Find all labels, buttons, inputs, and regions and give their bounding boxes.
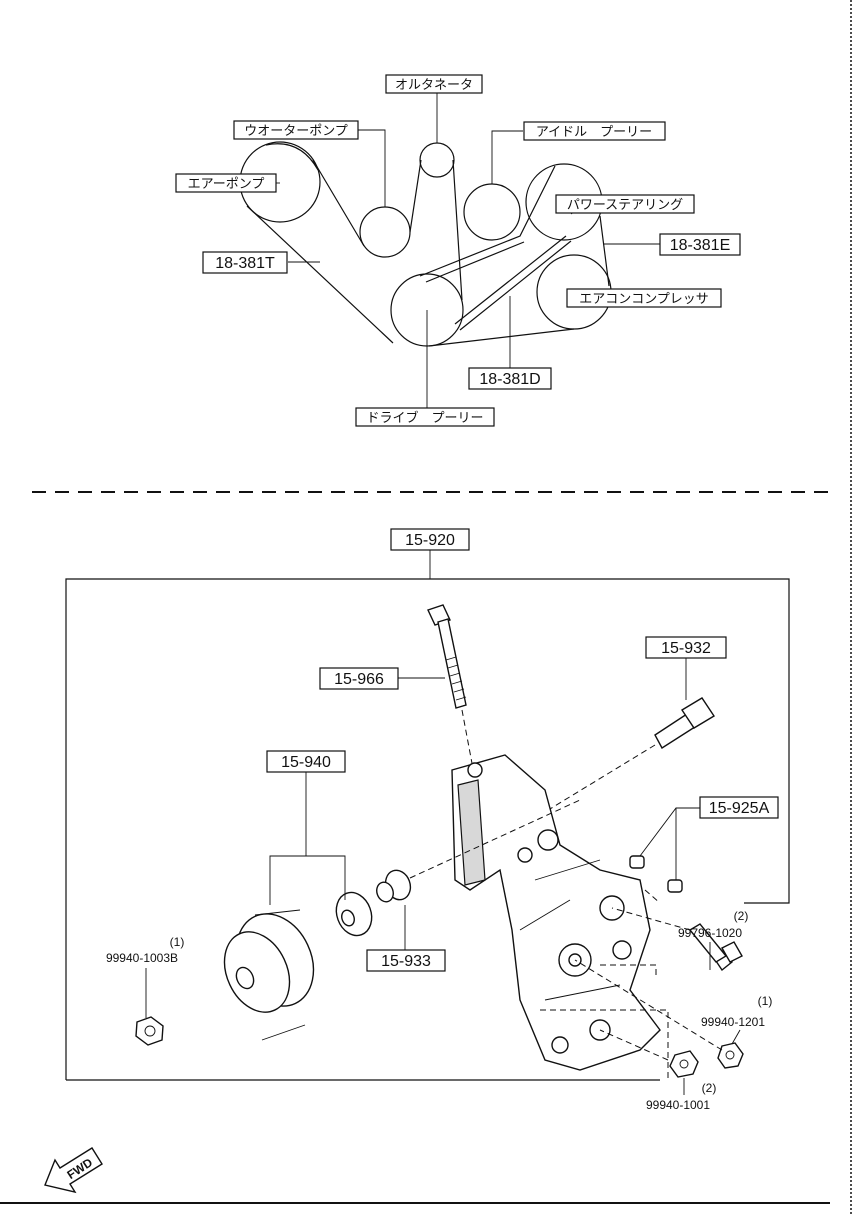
bushing-2 — [667, 879, 683, 893]
short-bolt — [654, 697, 715, 749]
qty-nut-left: (1) — [170, 935, 185, 949]
qty-bolt-right: (2) — [734, 909, 749, 923]
dash-guide-b — [600, 964, 657, 975]
ref-15-933-box — [366, 949, 446, 972]
ref-18-381D: 18-381D — [479, 371, 540, 388]
nut-bottom — [669, 1050, 699, 1078]
ref-18-381T-box — [202, 251, 288, 274]
dash-pulley-axis — [409, 799, 581, 879]
spacer — [376, 869, 412, 903]
dash-short-bolt — [539, 744, 656, 816]
leader-water-pump — [356, 129, 386, 207]
alternator-pulley — [419, 142, 455, 178]
nut-right — [717, 1042, 744, 1069]
ref-15-966: 15-966 — [334, 671, 384, 688]
idler-pulley — [223, 909, 315, 1041]
label-idle-pulley-box — [523, 121, 666, 141]
qty-nut-right: (1) — [758, 994, 773, 1008]
leader-idle-pulley — [491, 130, 523, 184]
leader-nut-right — [731, 1029, 741, 1045]
label-water-pump: ウオーターポンプ — [244, 124, 348, 139]
belt-18-381E — [428, 215, 610, 347]
bolt-right — [688, 923, 743, 972]
label-alternator-box — [385, 74, 483, 94]
part-nut-left: 99940-1003B — [106, 951, 178, 965]
leader-15-925A — [639, 807, 700, 857]
ref-15-925A: 15-925A — [709, 800, 770, 817]
fwd-arrow: FWD — [44, 1147, 103, 1194]
belt-18-381D — [419, 165, 572, 331]
label-drive-pulley-box — [355, 407, 495, 427]
assembly-frame — [65, 578, 790, 1080]
belt-18-381T — [246, 143, 463, 344]
ref-15-920: 15-920 — [405, 532, 455, 549]
ref-18-381E-box — [659, 233, 741, 256]
label-air-pump-box — [175, 173, 277, 193]
part-nut-bottom: 99940-1001 — [646, 1098, 710, 1112]
nut-left — [135, 1016, 164, 1046]
label-air-pump: エアーポンプ — [188, 177, 265, 192]
dash-nut-bottom — [599, 1029, 669, 1061]
label-power-steering-box — [555, 194, 695, 214]
part-nut-right: 99940-1201 — [701, 1015, 765, 1029]
dash-guide-a — [540, 1009, 669, 1080]
water-pump-pulley — [359, 206, 411, 258]
ref-15-933: 15-933 — [381, 953, 431, 970]
ref-15-932-box — [645, 636, 727, 659]
label-alternator: オルタネータ — [395, 78, 473, 93]
ref-18-381D-box — [468, 367, 552, 390]
dash-guide-c — [644, 889, 661, 904]
ref-15-925A-box — [699, 796, 779, 819]
label-idle-pulley: アイドル プーリー — [536, 125, 652, 140]
label-ac-compressor-box — [566, 288, 722, 308]
ref-15-966-box — [319, 667, 399, 690]
dash-bolt-right — [611, 907, 691, 931]
idle-pulley — [463, 183, 521, 241]
long-bolt — [427, 604, 467, 709]
label-water-pump-box — [233, 120, 359, 140]
label-drive-pulley: ドライブ プーリー — [366, 410, 483, 426]
ref-15-940-box — [266, 750, 346, 773]
ref-15-940: 15-940 — [281, 754, 331, 771]
dash-nut-right — [574, 959, 723, 1051]
bushing-1 — [629, 855, 645, 869]
bracket-body — [451, 754, 661, 1071]
belt-routing-diagram: オルタネータ ウオーターポンプ アイドル プーリー エアーポンプ パワーステアリ… — [175, 74, 741, 427]
part-bolt-right: 99796-1020 — [678, 926, 742, 940]
leader-15-940 — [269, 855, 346, 905]
bracket-assembly-diagram: 15-920 15-966 15-932 — [65, 528, 790, 1112]
ref-18-381T: 18-381T — [215, 255, 275, 272]
pulley-washer — [335, 891, 373, 937]
dash-long-bolt — [461, 709, 478, 791]
qty-nut-bottom: (2) — [702, 1081, 717, 1095]
ref-15-920-box — [390, 528, 470, 551]
label-power-steering: パワーステアリング — [567, 198, 683, 213]
label-ac-compressor: エアコンコンプレッサ — [579, 292, 709, 307]
ref-15-932: 15-932 — [661, 640, 711, 657]
ref-18-381E: 18-381E — [670, 237, 731, 254]
